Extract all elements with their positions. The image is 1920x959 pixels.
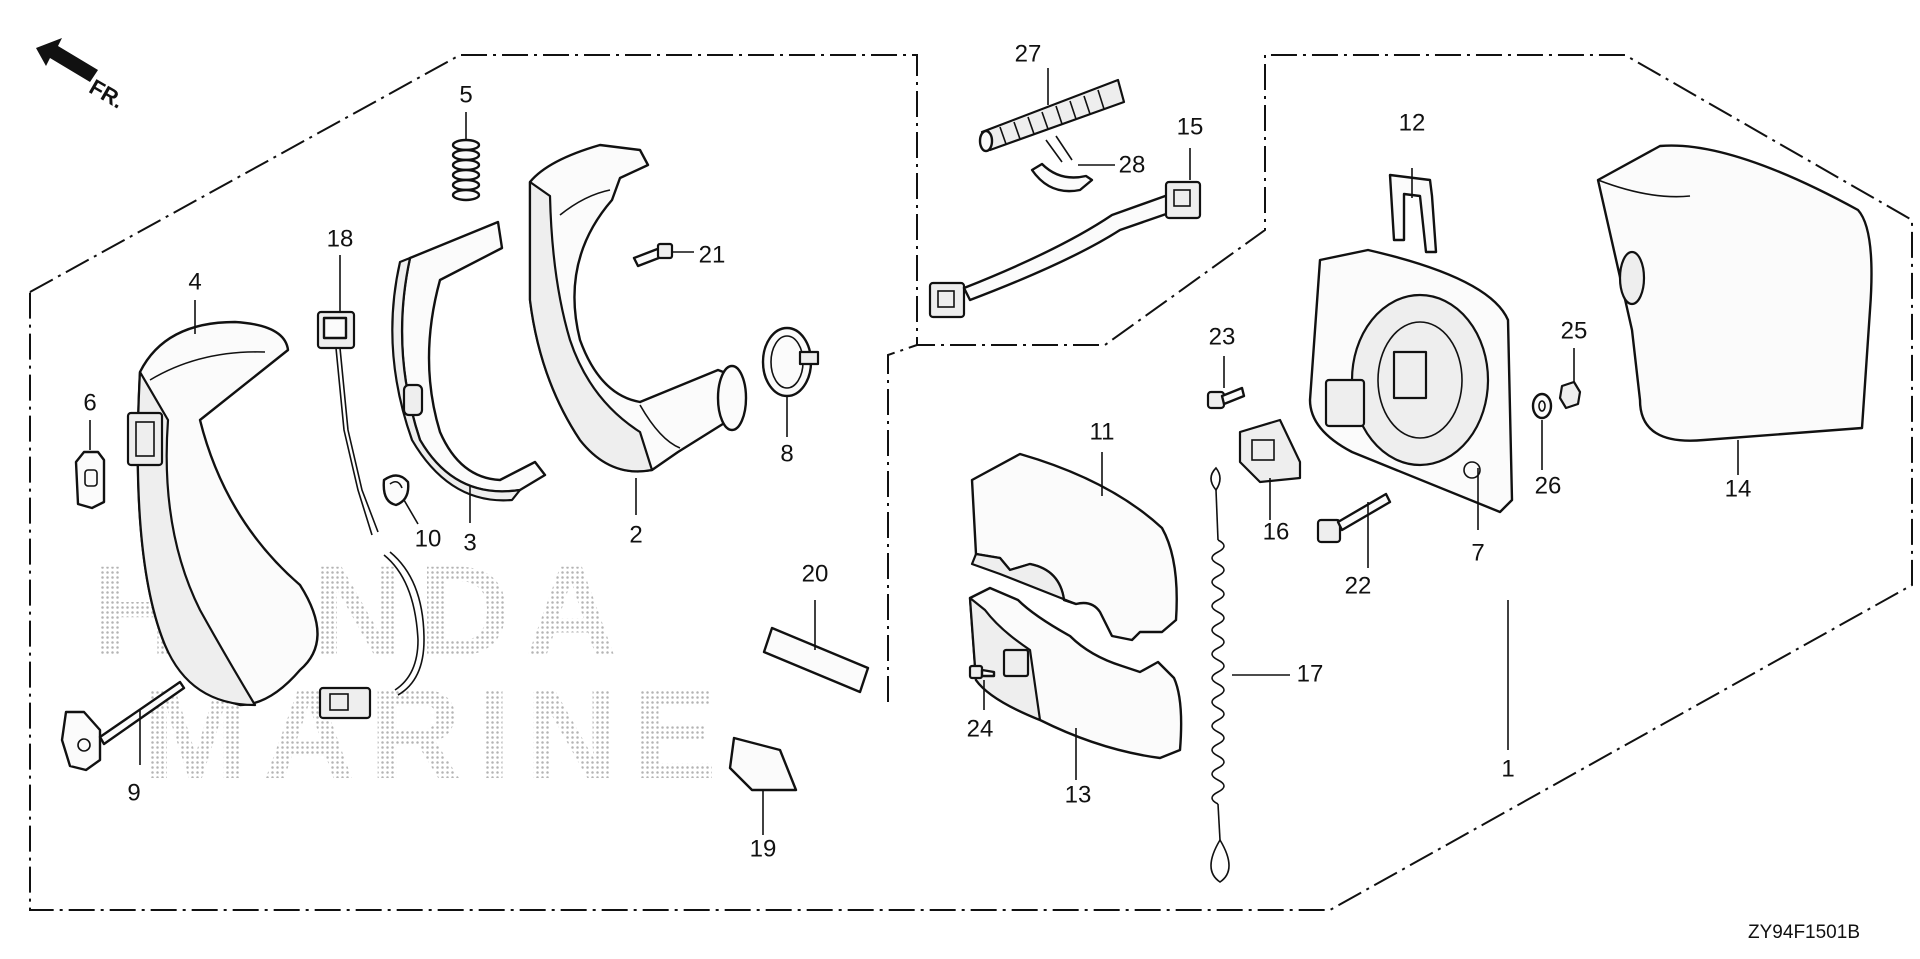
callout-19: 19 <box>750 835 777 862</box>
part-26-washer <box>1531 392 1553 420</box>
diagram-code: ZY94F1501B <box>1748 922 1860 943</box>
part-19-decal <box>728 736 798 792</box>
callout-12: 12 <box>1399 109 1426 136</box>
part-3-liner <box>391 220 547 502</box>
part-7-base-plate <box>1308 248 1514 514</box>
part-4-handle-cover <box>126 320 319 707</box>
callout-11: 11 <box>1090 418 1115 445</box>
part-18-harness <box>316 310 425 720</box>
callout-2: 2 <box>629 521 642 548</box>
leader-lines <box>89 68 1739 835</box>
part-20-decal <box>762 626 870 694</box>
callout-28: 28 <box>1119 151 1146 178</box>
part-12-clip <box>1388 173 1438 254</box>
part-11-upper-case <box>970 452 1178 642</box>
callout-17: 17 <box>1297 660 1324 687</box>
part-17-lanyard <box>1210 466 1230 883</box>
callout-21: 21 <box>699 241 726 268</box>
part-15-lead-wire <box>928 180 1202 319</box>
part-10-clip <box>382 474 410 507</box>
callout-14: 14 <box>1725 475 1752 502</box>
part-23-bolt <box>1206 386 1246 410</box>
part-2-handle-body <box>528 143 748 473</box>
part-8-clamp <box>761 326 820 398</box>
callout-1: 1 <box>1501 755 1514 782</box>
part-13-lower-case <box>968 586 1183 760</box>
callout-22: 22 <box>1345 572 1372 599</box>
callout-9: 9 <box>127 779 140 806</box>
callout-25: 25 <box>1561 317 1588 344</box>
callout-20: 20 <box>802 560 829 587</box>
assembly-outline <box>29 54 1913 911</box>
callout-3: 3 <box>463 529 476 556</box>
callout-8: 8 <box>780 440 793 467</box>
part-21-screw <box>632 242 674 268</box>
callout-23: 23 <box>1209 323 1236 350</box>
part-27-tube <box>978 78 1126 153</box>
callout-6: 6 <box>83 389 96 416</box>
part-24-screw <box>968 664 996 680</box>
part-22-bolt <box>1316 492 1392 544</box>
part-6-plate <box>74 450 106 510</box>
callout-7: 7 <box>1471 539 1484 566</box>
callout-4: 4 <box>188 268 201 295</box>
callout-15: 15 <box>1177 113 1204 140</box>
callout-16: 16 <box>1263 518 1290 545</box>
callout-18: 18 <box>327 225 354 252</box>
part-9-pin <box>60 680 186 772</box>
callout-13: 13 <box>1065 781 1092 808</box>
callout-labels: 1 2 3 4 5 6 7 8 9 10 11 12 13 14 15 16 1… <box>83 40 1751 862</box>
direction-label: FR. <box>85 74 128 113</box>
callout-5: 5 <box>459 81 472 108</box>
part-28-hose-clip <box>1030 135 1094 193</box>
callout-26: 26 <box>1535 472 1562 499</box>
callout-24: 24 <box>967 715 994 742</box>
callout-27: 27 <box>1015 40 1042 67</box>
part-25-nut <box>1558 380 1582 410</box>
callout-10: 10 <box>415 525 442 552</box>
arrow-icon <box>36 38 98 82</box>
part-16-switch <box>1238 418 1302 484</box>
part-5-spring <box>451 138 481 202</box>
part-14-cover <box>1596 144 1873 442</box>
front-direction-arrow: FR. <box>36 38 128 114</box>
